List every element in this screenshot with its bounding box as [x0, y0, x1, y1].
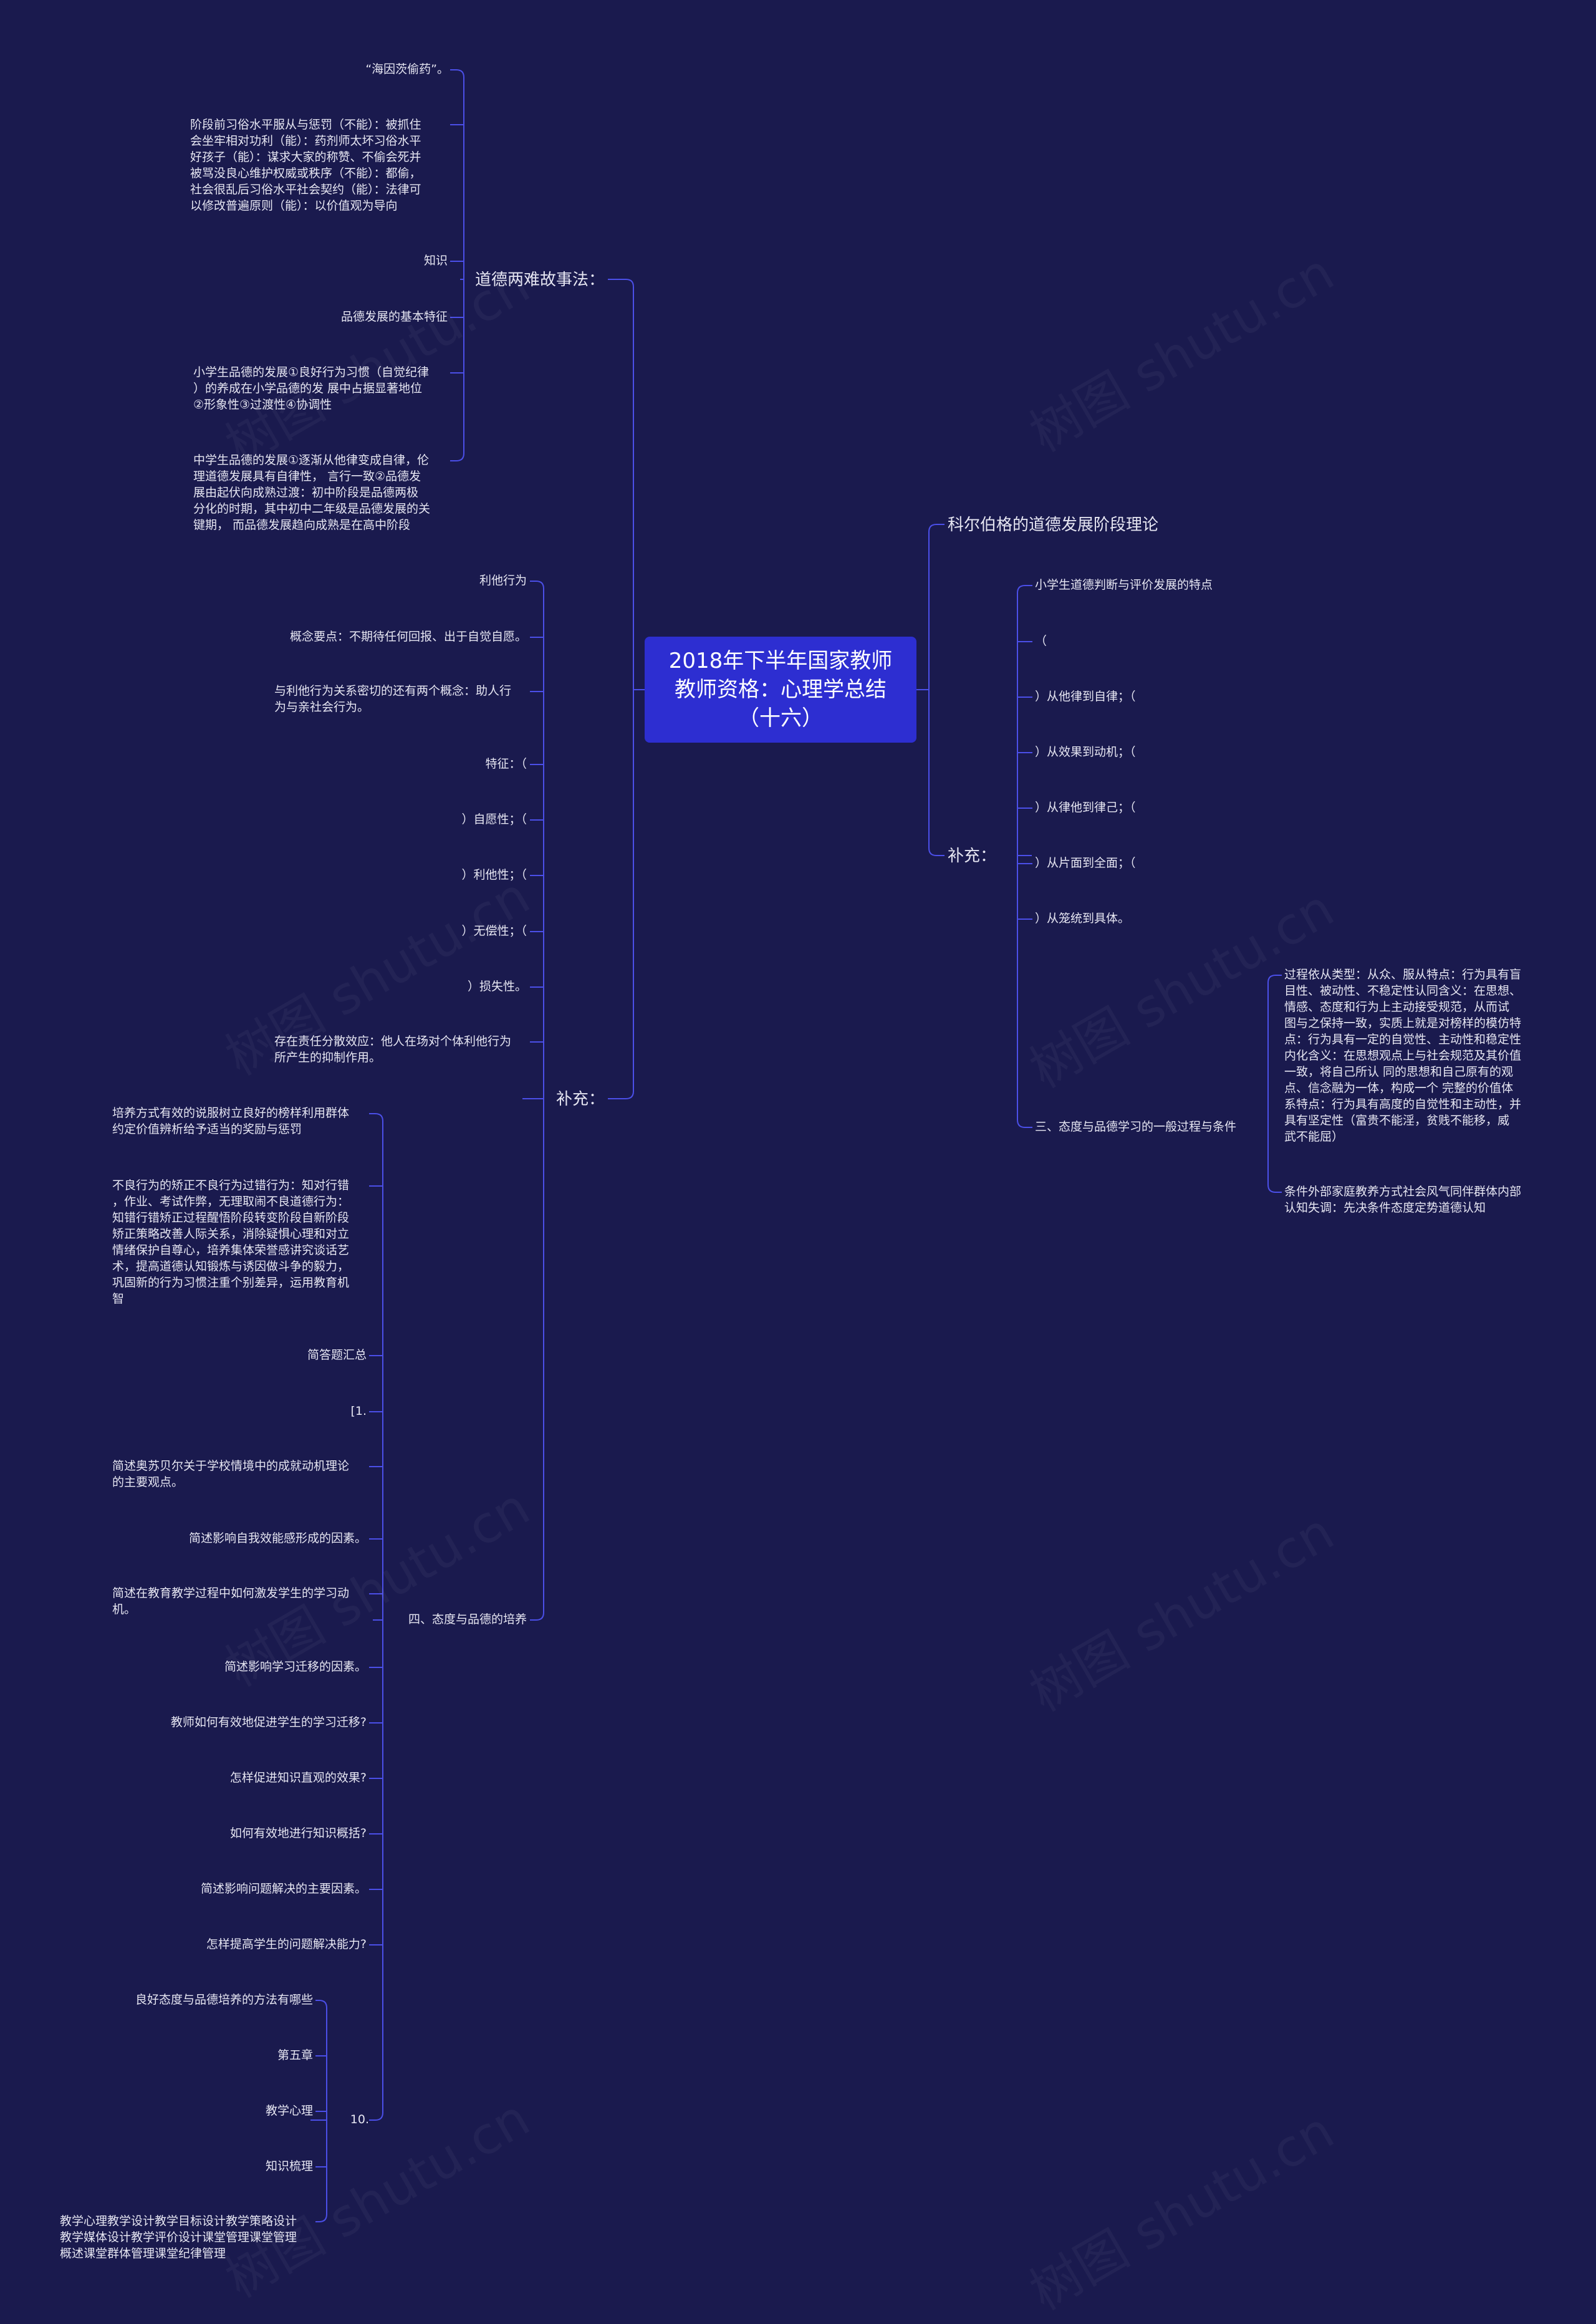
ten-branch — [315, 2214, 327, 2222]
leaf-moral-features[interactable]: 品德发展的基本特征 — [340, 310, 448, 324]
cultivation-branch — [369, 1113, 383, 1122]
branch-kohlberg[interactable]: 科尔伯格的道德发展阶段理论 — [948, 516, 1159, 534]
leaf-good-attitude[interactable]: 良好态度与品德培养的方法有哪些 — [135, 1993, 313, 2007]
leaf-one[interactable]: [1. — [350, 1404, 367, 1418]
supp-right-branch — [1017, 1119, 1032, 1128]
leaf-short-answers[interactable]: 简答题汇总 — [307, 1348, 367, 1362]
leaf-partial-whole[interactable]: ）从片面到全面；（ — [1035, 856, 1136, 870]
leaf-problem-factors[interactable]: 简述影响问题解决的主要因素。 — [200, 1882, 367, 1896]
leaf-conditions[interactable]: 条件外部家庭教养方式社会风气同伴群体内部 认知失调：先决条件态度定势道德认知 — [1284, 1185, 1522, 1215]
leaf-intuition[interactable]: 怎样促进知识直观的效果? — [229, 1771, 367, 1785]
leaf-cultivation-methods[interactable]: 培养方式有效的说服树立良好的榜样利用群体 约定价值辨析给予适当的奖励与惩罚 — [112, 1106, 350, 1136]
node-ten[interactable]: 10. — [350, 2113, 369, 2126]
leaf-general-specific[interactable]: ）从笼统到具体。 — [1035, 912, 1130, 925]
supp-left-branch — [530, 1612, 544, 1621]
leaf-transfer-factors[interactable]: 简述影响学习迁移的因素。 — [224, 1660, 367, 1674]
leaf-secondary-moral[interactable]: 中学生品德的发展①逐渐从他律变成自律，伦 理道德发展具有自律性， 言行一致②品德… — [193, 453, 431, 532]
node-cultivation[interactable]: 四、态度与品德的培养 — [408, 1613, 527, 1626]
leaf-altruistic[interactable]: ）利他性；（ — [461, 868, 527, 882]
leaf-motivation[interactable]: 简述在教育教学过程中如何激发学生的学习动 机。 — [112, 1586, 350, 1616]
process-branch — [1267, 1184, 1282, 1193]
leaf-kohlberg-stages[interactable]: 阶段前习俗水平服从与惩罚（不能）：被抓住 会坐牢相对功利（能）：药剂师太坏习俗水… — [190, 118, 421, 213]
branch-moral-dilemma[interactable]: 道德两难故事法： — [474, 271, 605, 289]
leaf-altruism[interactable]: 利他行为 — [479, 574, 527, 587]
leaf-heteronomy[interactable]: ）从他律到自律；（ — [1035, 690, 1136, 703]
root-title: 2018年下半年国家教师教师资格：心理学总结（十六） — [668, 649, 893, 731]
leaf-judgment-features[interactable]: 小学生道德判断与评价发展的特点 — [1035, 578, 1213, 592]
leaf-chapter-five[interactable]: 第五章 — [277, 2048, 313, 2062]
leaf-paren[interactable]: （ — [1035, 634, 1047, 648]
leaf-heinz[interactable]: “海因茨偷药”。 — [365, 62, 449, 76]
leaf-unpaid[interactable]: ）无偿性；（ — [461, 924, 527, 938]
leaf-process[interactable]: 过程依从类型：从众、服从特点：行为具有盲 目性、被动性、不稳定性认同含义：在思想… — [1284, 968, 1522, 1144]
leaf-knowledge[interactable]: 知识 — [423, 254, 448, 268]
root-topic[interactable]: 2018年下半年国家教师教师资格：心理学总结（十六） — [645, 637, 916, 743]
root-left-branch — [608, 1091, 634, 1099]
leaf-generalization[interactable]: 如何有效地进行知识概括? — [229, 1826, 367, 1840]
branch-supplement-right[interactable]: 补充： — [948, 847, 997, 865]
leaf-primary-moral[interactable]: 小学生品德的发展①良好行为习惯（自觉纪律 ）的养成在小学品德的发 展中占据显著地… — [193, 365, 430, 412]
leaf-related-concepts[interactable]: 与利他行为关系密切的还有两个概念：助人行 为与亲社会行为。 — [274, 684, 512, 714]
supp-right-branch — [1017, 585, 1032, 594]
leaf-others-self[interactable]: ）从律他到律己；（ — [1035, 801, 1136, 814]
leaf-knowledge-review[interactable]: 知识梳理 — [265, 2159, 313, 2173]
leaf-voluntary[interactable]: ）自愿性；（ — [461, 812, 527, 826]
ten-branch — [315, 2000, 327, 2008]
leaf-ausubel[interactable]: 简述奥苏贝尔关于学校情境中的成就动机理论 的主要观点。 — [112, 1459, 350, 1489]
cultivation-branch — [369, 2112, 383, 2121]
moral-branch — [450, 453, 464, 461]
root-right-branch — [928, 524, 945, 533]
node-process[interactable]: 三、态度与品德学习的一般过程与条件 — [1035, 1120, 1237, 1134]
root-right-branch — [928, 847, 945, 856]
leaf-self-efficacy[interactable]: 简述影响自我效能感形成的因素。 — [188, 1531, 367, 1545]
leaf-problem-ability[interactable]: 怎样提高学生的问题解决能力? — [206, 1937, 367, 1951]
leaf-bad-behavior[interactable]: 不良行为的矫正不良行为过错行为：知对行错 ，作业、考试作弊，无理取闹不良道德行为… — [112, 1179, 350, 1306]
moral-branch — [450, 69, 464, 78]
leaf-teaching-psych[interactable]: 教学心理 — [265, 2104, 313, 2118]
leaf-teaching-design[interactable]: 教学心理教学设计教学目标设计教学策略设计 教学媒体设计教学评价设计课堂管理课堂管… — [60, 2214, 297, 2260]
leaf-features[interactable]: 特征：（ — [485, 757, 527, 771]
process-branch — [1267, 975, 1282, 983]
leaf-effect-motive[interactable]: ）从效果到动机；（ — [1035, 745, 1136, 759]
branch-supplement-left[interactable]: 补充： — [555, 1090, 605, 1109]
supp-left-branch — [530, 581, 544, 589]
leaf-loss[interactable]: ）损失性。 — [467, 980, 527, 993]
leaf-concept[interactable]: 概念要点：不期待任何回报、出于自觉自愿。 — [289, 630, 527, 644]
leaf-diffusion[interactable]: 存在责任分散效应：他人在场对个体利他行为 所产生的抑制作用。 — [274, 1034, 512, 1064]
root-left-branch — [608, 279, 634, 287]
leaf-promote-transfer[interactable]: 教师如何有效地促进学生的学习迁移? — [170, 1715, 367, 1729]
